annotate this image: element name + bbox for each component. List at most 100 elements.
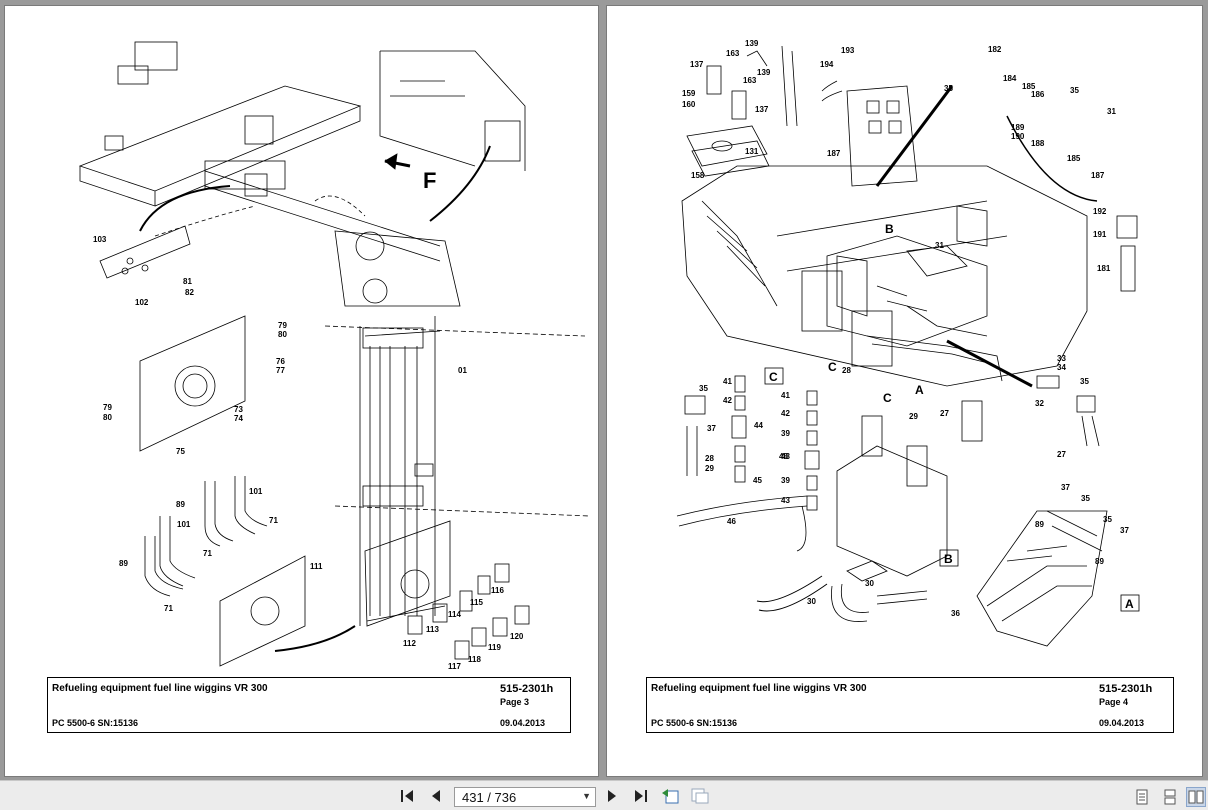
view-label-c: C — [883, 391, 892, 405]
callout-label: 29 — [705, 464, 714, 473]
callout-label: 160 — [682, 100, 696, 109]
callout-label: 188 — [1031, 139, 1045, 148]
callout-label: 48 — [779, 452, 788, 461]
callout-label: 119 — [488, 643, 501, 652]
view-markers-right: B A C C C B A — [764, 222, 1140, 612]
callout-label: 117 — [448, 662, 461, 671]
callout-label: 42 — [723, 396, 732, 405]
last-page-icon — [635, 790, 647, 802]
view-label-c: C — [828, 360, 837, 374]
callout-label: 42 — [781, 409, 790, 418]
callout-label: 35 — [944, 84, 953, 93]
view-label-a: A — [915, 383, 924, 397]
callout-label: 35 — [699, 384, 708, 393]
callout-label: 34 — [1057, 363, 1066, 372]
single-page-icon — [1136, 789, 1148, 805]
callout-labels-left: 01 103 102 81 82 79 80 76 77 79 80 73 74… — [93, 235, 524, 671]
view-box-b: B — [944, 552, 953, 566]
callout-label: 79 — [103, 403, 112, 412]
callout-label: 139 — [757, 68, 771, 77]
drawing-title: Refueling equipment fuel line wiggins VR… — [52, 683, 268, 694]
callout-label: 187 — [827, 149, 841, 158]
callout-label: 29 — [909, 412, 918, 421]
callout-label: 184 — [1003, 74, 1017, 83]
callout-label: 112 — [403, 639, 416, 648]
callout-label: 190 — [1011, 132, 1025, 141]
callout-label: 39 — [781, 429, 790, 438]
callout-label: 28 — [705, 454, 714, 463]
back-view-icon — [662, 789, 679, 804]
callout-label: 32 — [1035, 399, 1044, 408]
callout-label: 41 — [781, 391, 790, 400]
callout-label: 30 — [807, 597, 816, 606]
page-label: Page 3 — [500, 697, 530, 707]
callout-label: 89 — [119, 559, 128, 568]
go-forward-view-button[interactable] — [690, 787, 710, 805]
callout-label: 76 — [276, 357, 285, 366]
parts-drawing-left: F 01 103 102 81 82 79 80 76 77 79 80 73 … — [78, 41, 591, 671]
callout-label: 115 — [470, 598, 483, 607]
document-number: 515-2301h — [500, 683, 554, 695]
callout-label: 41 — [723, 377, 732, 386]
drawing-date: 09.04.2013 — [500, 718, 546, 728]
callout-label: 89 — [176, 500, 185, 509]
page-number-select[interactable]: 431 / 736 ▼ — [454, 787, 596, 807]
model-serial: PC 5500-6 SN:15136 — [52, 718, 139, 728]
page-label: Page 4 — [1099, 697, 1129, 707]
callout-label: 71 — [269, 516, 278, 525]
drawing-title: Refueling equipment fuel line wiggins VR… — [651, 683, 867, 694]
callout-label: 74 — [234, 414, 243, 423]
callout-label: 187 — [1091, 171, 1105, 180]
previous-page-button[interactable] — [426, 787, 446, 805]
callout-label: 37 — [1061, 483, 1070, 492]
last-page-button[interactable] — [630, 787, 650, 805]
callout-label: 30 — [865, 579, 874, 588]
callout-label: 31 — [935, 241, 944, 250]
callout-label: 77 — [276, 366, 285, 375]
callout-label: 35 — [1081, 494, 1090, 503]
callout-label: 101 — [177, 520, 191, 529]
single-page-view-button[interactable] — [1132, 787, 1152, 807]
first-page-icon — [401, 790, 413, 802]
callout-label: 44 — [754, 421, 763, 430]
view-box-a: A — [1125, 597, 1134, 611]
callout-label: 79 — [278, 321, 287, 330]
title-block-left: Refueling equipment fuel line wiggins VR… — [47, 677, 571, 733]
two-page-icon — [1188, 790, 1204, 804]
document-page-left: F 01 103 102 81 82 79 80 76 77 79 80 73 … — [5, 6, 598, 776]
two-page-view-button[interactable] — [1186, 787, 1206, 807]
callout-label: 101 — [249, 487, 263, 496]
go-back-view-button[interactable] — [660, 787, 680, 805]
first-page-button[interactable] — [398, 787, 418, 805]
next-page-icon — [608, 790, 616, 802]
callout-label: 185 — [1067, 154, 1081, 163]
title-block-right: Refueling equipment fuel line wiggins VR… — [646, 677, 1174, 733]
callout-label: 103 — [93, 235, 107, 244]
callout-label: 28 — [842, 366, 851, 375]
callout-label: 35 — [1103, 515, 1112, 524]
callout-label: 137 — [755, 105, 769, 114]
callout-labels-right: 139 163 137 193 182 194 139 163 137 35 1… — [682, 39, 1129, 618]
continuous-view-button[interactable] — [1160, 787, 1180, 807]
callout-label: 182 — [988, 45, 1002, 54]
callout-label: 80 — [278, 330, 287, 339]
callout-label: 114 — [448, 610, 461, 619]
callout-label: 139 — [745, 39, 759, 48]
callout-label: 111 — [310, 562, 323, 571]
callout-label: 43 — [781, 496, 790, 505]
model-serial: PC 5500-6 SN:15136 — [651, 718, 738, 728]
callout-label: 194 — [820, 60, 834, 69]
callout-label: 37 — [707, 424, 716, 433]
callout-label: 33 — [1057, 354, 1066, 363]
callout-label: 71 — [203, 549, 212, 558]
callout-label: 80 — [103, 413, 112, 422]
callout-label: 185 — [1022, 82, 1036, 91]
callout-label: 131 — [745, 147, 759, 156]
next-page-button[interactable] — [602, 787, 622, 805]
drawing-date: 09.04.2013 — [1099, 718, 1145, 728]
callout-label: 01 — [458, 366, 467, 375]
navigation-toolbar: 431 / 736 ▼ — [0, 780, 1208, 810]
callout-label: 113 — [426, 625, 439, 634]
callout-label: 186 — [1031, 90, 1045, 99]
callout-label: 82 — [185, 288, 194, 297]
